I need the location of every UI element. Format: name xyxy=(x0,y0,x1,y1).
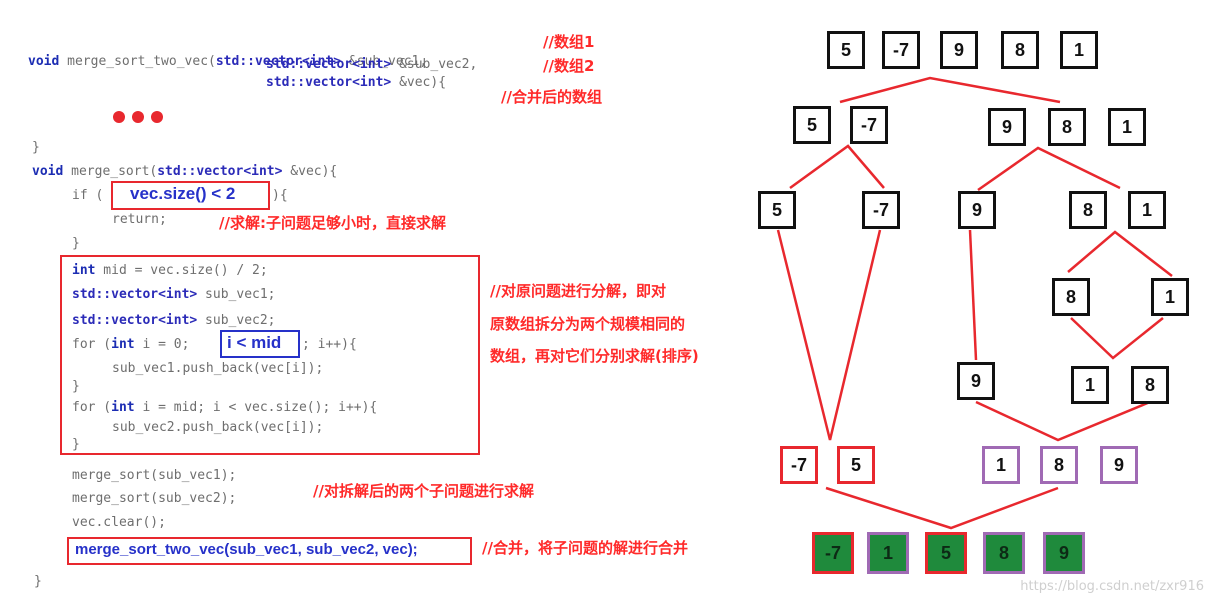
highlight-box-base-case xyxy=(111,181,270,210)
highlight-loop-cond: i < mid xyxy=(227,333,282,352)
code-sub-vec1: std::vector<int> sub_vec1; xyxy=(72,287,276,303)
param: &vec){ xyxy=(399,75,447,90)
tree-node: 8 xyxy=(1069,191,1107,229)
fn-merge-sort: merge_sort( xyxy=(71,164,158,179)
tree-node: 8 xyxy=(1131,366,1169,404)
tree-node: 8 xyxy=(1052,278,1090,316)
code-line-2: std::vector<int> &sub_vec2, xyxy=(266,57,477,73)
comment-divide-2: 原数组拆分为两个规模相同的 xyxy=(490,315,686,333)
keyword-int: int xyxy=(72,263,96,278)
code-mid: int mid = vec.size() / 2; xyxy=(72,263,268,279)
keyword-for: for ( xyxy=(72,400,112,415)
tree-node: 1 xyxy=(1151,278,1189,316)
tree-node: -7 xyxy=(882,31,920,69)
tree-node: 1 xyxy=(1108,108,1146,146)
tree-node: 9 xyxy=(1100,446,1138,484)
code-line-1: void merge_sort_two_vec(std::vector<int>… xyxy=(28,38,427,70)
code-return: return; xyxy=(112,212,167,227)
code-sub-vec2: std::vector<int> sub_vec2; xyxy=(72,313,276,329)
code-recurse-2: merge_sort(sub_vec2); xyxy=(72,491,237,506)
tree-node: 5 xyxy=(837,446,875,484)
comment-merge: //合并，将子问题的解进行合并 xyxy=(482,539,688,557)
comment-conquer: //对拆解后的两个子问题进行求解 xyxy=(313,482,534,500)
code-for1: for (int i = 0; xyxy=(72,337,189,353)
highlight-box-divide xyxy=(60,255,480,455)
code-if: if ( xyxy=(72,188,103,204)
code-for2: for (int i = mid; i < vec.size(); i++){ xyxy=(72,400,377,416)
close-brace-main: } xyxy=(34,574,42,589)
ellipsis-dot xyxy=(151,111,163,123)
tree-node: 1 xyxy=(982,446,1020,484)
code-push2: sub_vec2.push_back(vec[i]); xyxy=(112,420,324,435)
type: std::vector<int> xyxy=(72,287,198,302)
tree-node: 1 xyxy=(1071,366,1109,404)
keyword-void: void xyxy=(32,164,64,179)
type: std::vector<int> xyxy=(215,54,342,69)
tree-node: 1 xyxy=(867,532,909,574)
highlight-condition: vec.size() < 2 xyxy=(130,184,236,203)
tree-node: 5 xyxy=(827,31,865,69)
keyword-for: for ( xyxy=(72,337,112,352)
var-sub-vec2: sub_vec2; xyxy=(197,313,276,328)
keyword-if: if ( xyxy=(72,188,104,203)
comment-array1: //数组1 xyxy=(543,33,595,51)
tree-node: 8 xyxy=(1001,31,1039,69)
code-for1-end: ; i++){ xyxy=(302,337,357,352)
tree-node: 9 xyxy=(1043,532,1085,574)
tree-node: 9 xyxy=(958,191,996,229)
tree-node: 9 xyxy=(940,31,978,69)
tree-node: 9 xyxy=(957,362,995,400)
code-recurse-1: merge_sort(sub_vec1); xyxy=(72,468,237,483)
tree-node: 8 xyxy=(1040,446,1078,484)
keyword-int: int xyxy=(111,400,135,415)
tree-node: 1 xyxy=(1128,191,1166,229)
type: std::vector<int> xyxy=(266,57,392,72)
tree-node: 8 xyxy=(1048,108,1086,146)
param: &sub_vec1, xyxy=(348,54,428,69)
tree-node: 8 xyxy=(983,532,1025,574)
code-merge-sort-header: void merge_sort(std::vector<int> &vec){ xyxy=(32,164,337,180)
tree-node: 1 xyxy=(1060,31,1098,69)
highlight-merge-call: merge_sort_two_vec(sub_vec1, sub_vec2, v… xyxy=(75,541,418,558)
keyword-void: void xyxy=(28,54,60,69)
tree-node: -7 xyxy=(812,532,854,574)
type: std::vector<int> xyxy=(266,75,392,90)
ellipsis-dot xyxy=(113,111,125,123)
code-if-end: ){ xyxy=(272,188,288,203)
param: &sub_vec2, xyxy=(399,57,478,72)
for1-init: i = 0; xyxy=(134,337,190,352)
comment-divide-1: //对原问题进行分解，即对 xyxy=(490,282,666,300)
code-line-3: std::vector<int> &vec){ xyxy=(266,75,446,91)
type: std::vector<int> xyxy=(72,313,198,328)
close-brace-for2: } xyxy=(72,437,80,452)
keyword-int: int xyxy=(111,337,135,352)
comment-array2: //数组2 xyxy=(543,57,595,75)
tree-node: -7 xyxy=(780,446,818,484)
mid-expr: mid = vec.size() / 2; xyxy=(95,263,268,278)
tree-node: -7 xyxy=(862,191,900,229)
code-clear: vec.clear(); xyxy=(72,515,166,530)
type: std::vector<int> xyxy=(157,164,283,179)
var-sub-vec1: sub_vec1; xyxy=(197,287,276,302)
comment-base-case: //求解:子问题足够小时，直接求解 xyxy=(219,214,446,232)
fn-merge-sort-two-vec: merge_sort_two_vec( xyxy=(67,54,216,69)
watermark: https://blog.csdn.net/zxr916 xyxy=(1020,579,1204,594)
tree-node: 5 xyxy=(758,191,796,229)
for2-init: i = mid; i < vec.size(); i++){ xyxy=(134,400,378,415)
tree-node: 5 xyxy=(925,532,967,574)
param: &vec){ xyxy=(290,164,338,179)
highlight-box-loop-cond xyxy=(220,330,300,358)
tree-node: 9 xyxy=(988,108,1026,146)
comment-divide-3: 数组，再对它们分别求解(排序) xyxy=(490,347,699,365)
highlight-box-merge xyxy=(67,537,472,565)
close-brace: } xyxy=(32,140,40,155)
comment-merged-array: //合并后的数组 xyxy=(501,88,602,106)
tree-node: 5 xyxy=(793,106,831,144)
tree-node: -7 xyxy=(850,106,888,144)
close-brace-if: } xyxy=(72,236,80,251)
code-push1: sub_vec1.push_back(vec[i]); xyxy=(112,361,324,376)
ellipsis-dot xyxy=(132,111,144,123)
close-brace-for1: } xyxy=(72,379,80,394)
